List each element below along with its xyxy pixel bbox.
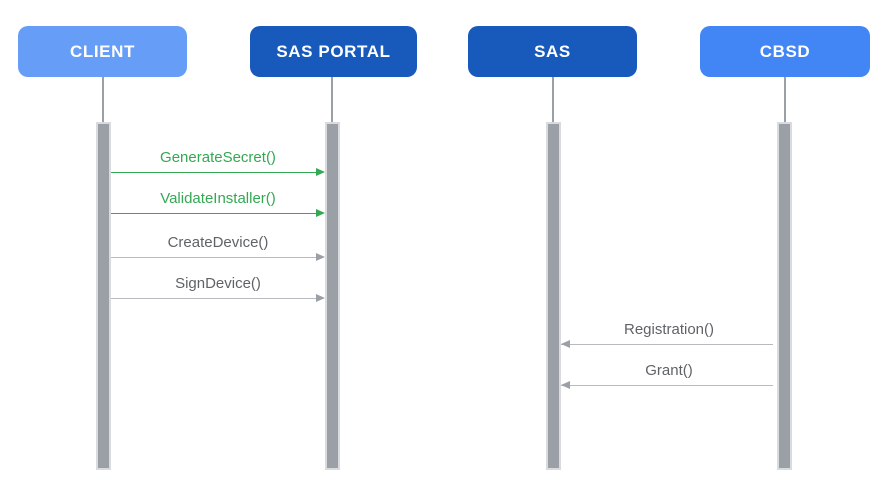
arrow-line <box>111 256 321 258</box>
message-create-device-label: CreateDevice() <box>167 234 269 251</box>
arrow-line <box>111 171 321 173</box>
arrowhead-right-icon <box>316 168 325 176</box>
lifeline-sas-portal <box>331 77 333 122</box>
arrowhead-right-icon <box>316 294 325 302</box>
message-sign-device: SignDevice() <box>111 273 325 302</box>
message-generate-secret: GenerateSecret() <box>111 147 325 176</box>
message-grant-label: Grant() <box>645 362 693 379</box>
message-registration: Registration() <box>561 319 777 348</box>
activation-bar-sas-portal <box>325 122 340 470</box>
arrowhead-left-icon <box>561 340 570 348</box>
arrowhead-right-icon <box>316 253 325 261</box>
lifeline-sas <box>552 77 554 122</box>
lifeline-cbsd <box>784 77 786 122</box>
message-registration-label: Registration() <box>623 321 715 338</box>
actor-sas-portal-box: SAS PORTAL <box>250 26 417 77</box>
actor-cbsd-box: CBSD <box>700 26 870 77</box>
message-validate-installer: ValidateInstaller() <box>111 188 325 217</box>
arrow-line <box>561 343 773 345</box>
arrow-line <box>561 384 773 386</box>
actor-cbsd-label: CBSD <box>759 41 811 61</box>
message-create-device: CreateDevice() <box>111 232 325 261</box>
arrowhead-right-icon <box>316 209 325 217</box>
message-sign-device-label: SignDevice() <box>175 275 261 292</box>
actor-sas-portal-label: SAS PORTAL <box>276 41 391 61</box>
message-generate-secret-label: GenerateSecret() <box>160 149 276 166</box>
actor-sas-box: SAS <box>468 26 637 77</box>
actor-client-label: CLIENT <box>70 41 135 61</box>
actor-client-box: CLIENT <box>18 26 187 77</box>
activation-bar-cbsd <box>777 122 792 470</box>
arrowhead-left-icon <box>561 381 570 389</box>
message-grant: Grant() <box>561 360 777 389</box>
arrow-line <box>111 212 321 214</box>
actor-sas-label: SAS <box>534 41 571 61</box>
message-validate-installer-label: ValidateInstaller() <box>160 190 276 207</box>
activation-bar-sas <box>546 122 561 470</box>
activation-bar-client <box>96 122 111 470</box>
arrow-line <box>111 297 321 299</box>
lifeline-client <box>102 77 104 122</box>
